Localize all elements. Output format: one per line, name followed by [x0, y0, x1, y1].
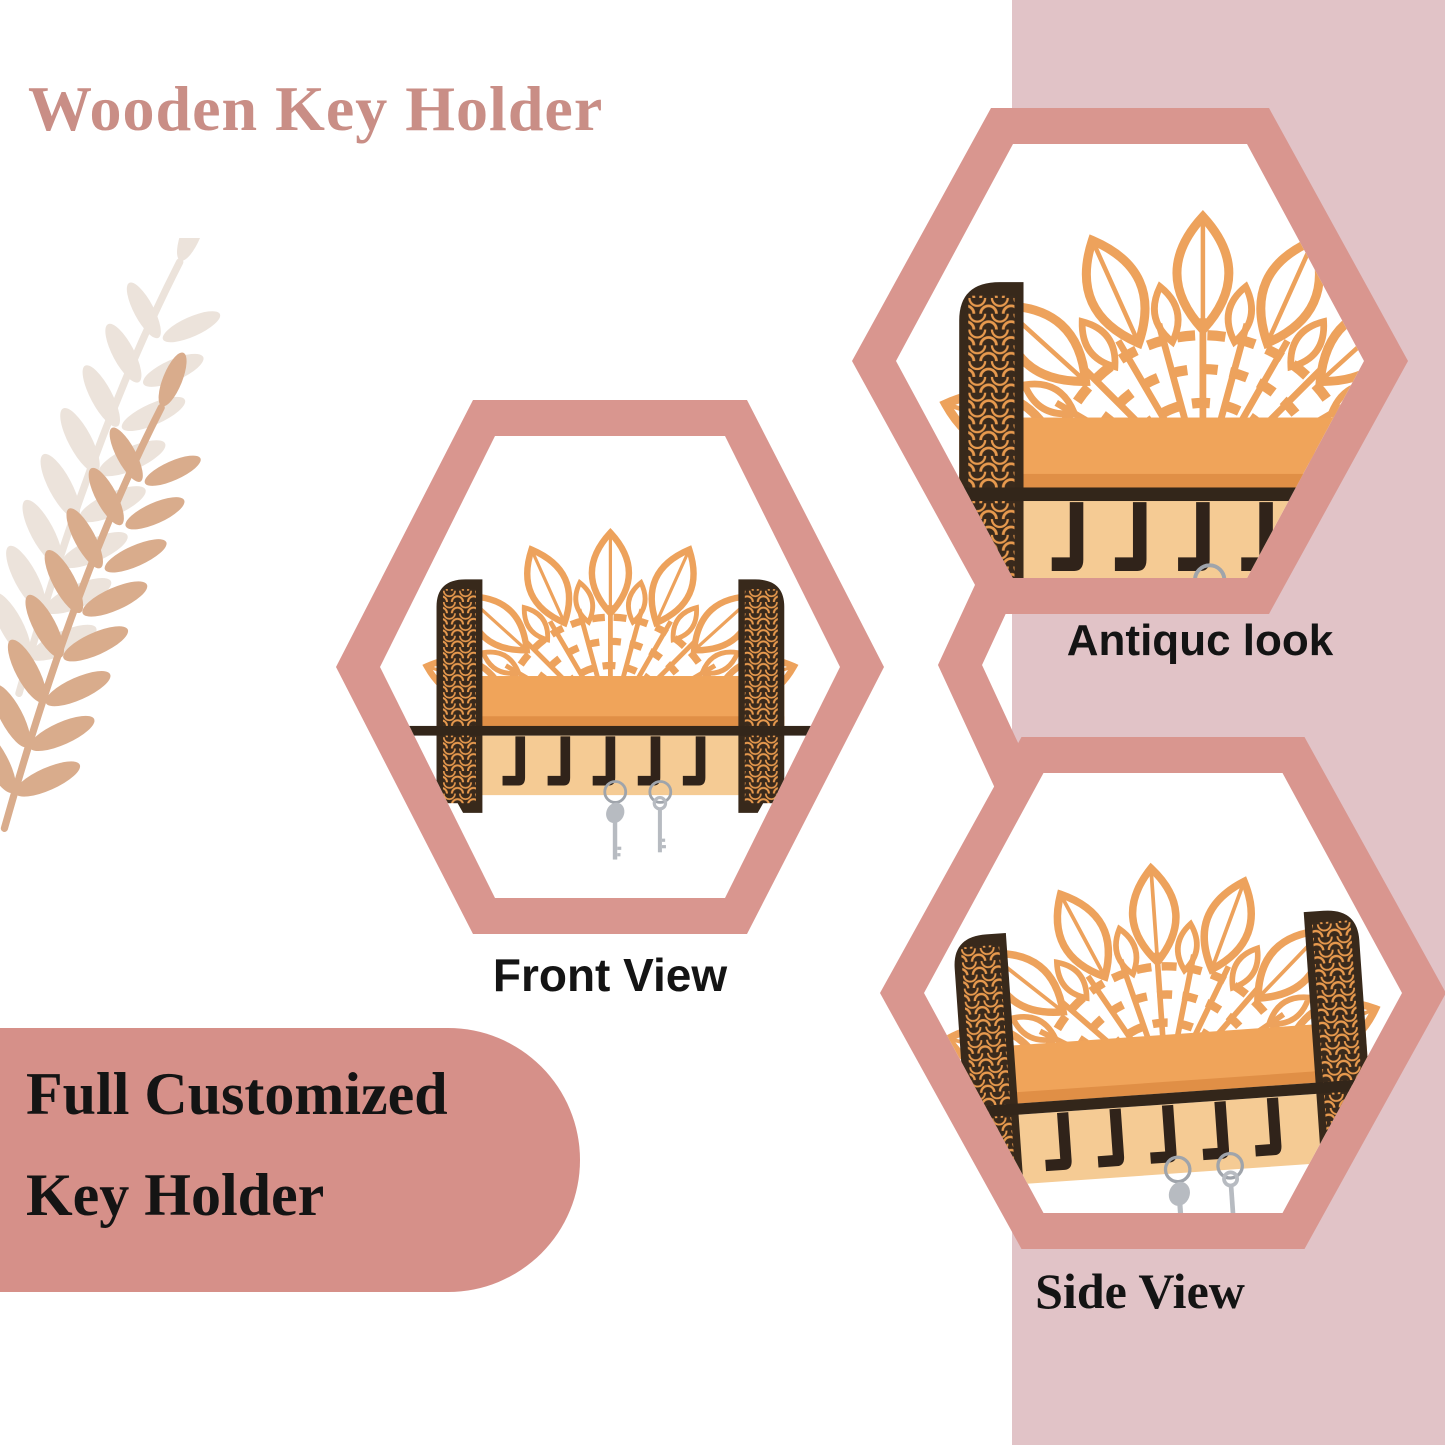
hexagon-front-view — [336, 400, 884, 934]
badge-line1: Full Customized — [26, 1061, 448, 1127]
page-title: Wooden Key Holder — [28, 73, 604, 144]
badge-line2: Key Holder — [26, 1162, 325, 1228]
hexagon-antique-look-photo-area — [896, 144, 1364, 578]
fern-leaves-illustration — [0, 238, 252, 848]
key-holder-photo-side — [924, 786, 1402, 1213]
hexagon-side-view-photo-area — [924, 773, 1402, 1213]
customized-badge: Full Customized Key Holder — [0, 1028, 580, 1292]
label-front-view: Front View — [492, 949, 728, 1001]
key-holder-photo-antique — [896, 144, 1364, 578]
label-antique-look: Antiquc look — [1066, 616, 1334, 665]
key-holder-photo-front — [385, 478, 836, 880]
label-side-view: Side View — [1035, 1263, 1245, 1319]
hexagon-front-view-photo-area — [380, 436, 840, 898]
